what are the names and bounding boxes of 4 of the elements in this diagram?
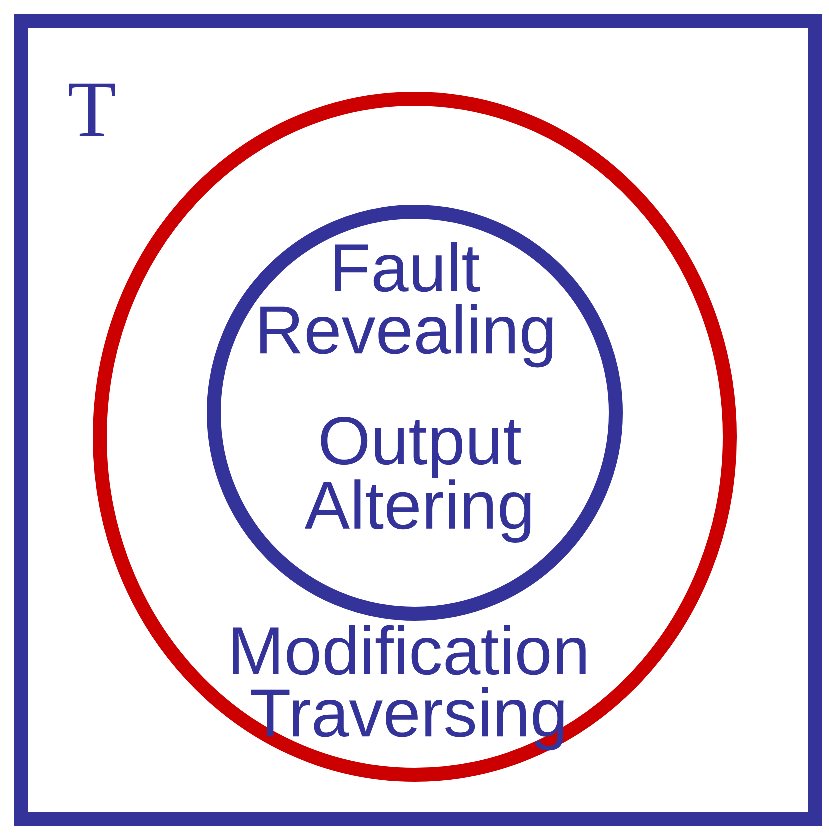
- set-label: T: [69, 84, 116, 136]
- region-label: Output Altering: [304, 416, 531, 544]
- region-label: Fault Revealing: [260, 242, 553, 368]
- region-label: Modification Traversing: [233, 625, 586, 751]
